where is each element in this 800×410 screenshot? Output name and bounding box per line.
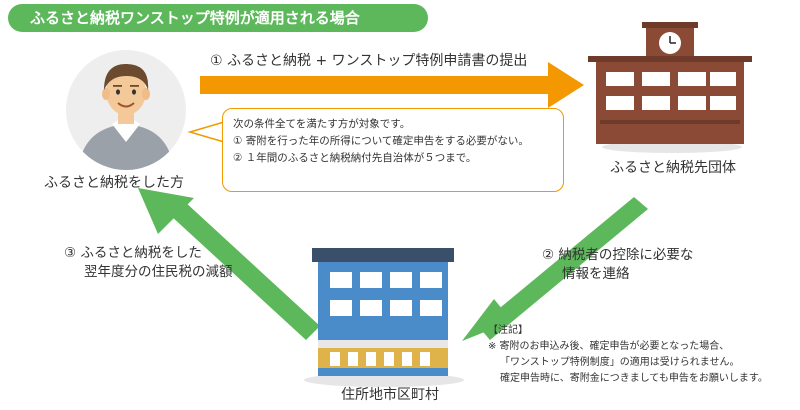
residence-label: 住所地市区町村 (341, 387, 439, 403)
destination-label: ふるさと納税先団体 (610, 160, 736, 176)
note-line2: 「ワンストップ特例制度」の適用は受けられません。 (500, 357, 740, 368)
step2-line2: 情報を連絡 (562, 266, 630, 282)
step2-line1: ② 納税者の控除に必要な (542, 247, 694, 263)
conditions-bubble: 次の条件全てを満たす方が対象です。 ① 寄附を行った年の所得について確定申告をす… (222, 108, 564, 192)
step3-label: ③ ふるさと納税をした 翌年度分の住民税の減額 (64, 244, 233, 282)
arrow-to-donor (138, 188, 320, 340)
note-heading: 【注記】 (488, 325, 528, 336)
step3-line2: 翌年度分の住民税の減額 (84, 264, 233, 280)
arrow-to-residence (462, 197, 648, 341)
note-line1: ※ 寄附のお申込み後、確定申告が必要となった場合、 (488, 341, 730, 352)
destination-building-icon (588, 22, 752, 153)
donor-person-icon (66, 50, 186, 170)
page-title: ふるさと納税ワンストップ特例が適用される場合 (8, 4, 428, 32)
step3-line1: ③ ふるさと納税をした (64, 245, 202, 261)
conditions-item2: ② １年間のふるさと納税納付先自治体が５つまで。 (233, 152, 477, 164)
arrow-to-destination (200, 62, 584, 108)
step2-label: ② 納税者の控除に必要な 情報を連絡 (542, 246, 693, 284)
conditions-intro: 次の条件全てを満たす方が対象です。 (233, 118, 411, 130)
step1-label: ① ふるさと納税 + ワンストップ特例申請書の提出 (210, 53, 528, 69)
residence-building-icon (304, 248, 464, 387)
note-line3: 確定申告時に、寄附金につきましても申告をお願いします。 (500, 373, 768, 384)
conditions-item1: ① 寄附を行った年の所得について確定申告をする必要がない。 (233, 135, 529, 147)
footnote: 【注記】 ※ 寄附のお申込み後、確定申告が必要となった場合、 「ワンストップ特例… (488, 323, 768, 387)
donor-label: ふるさと納税をした方 (44, 175, 184, 191)
